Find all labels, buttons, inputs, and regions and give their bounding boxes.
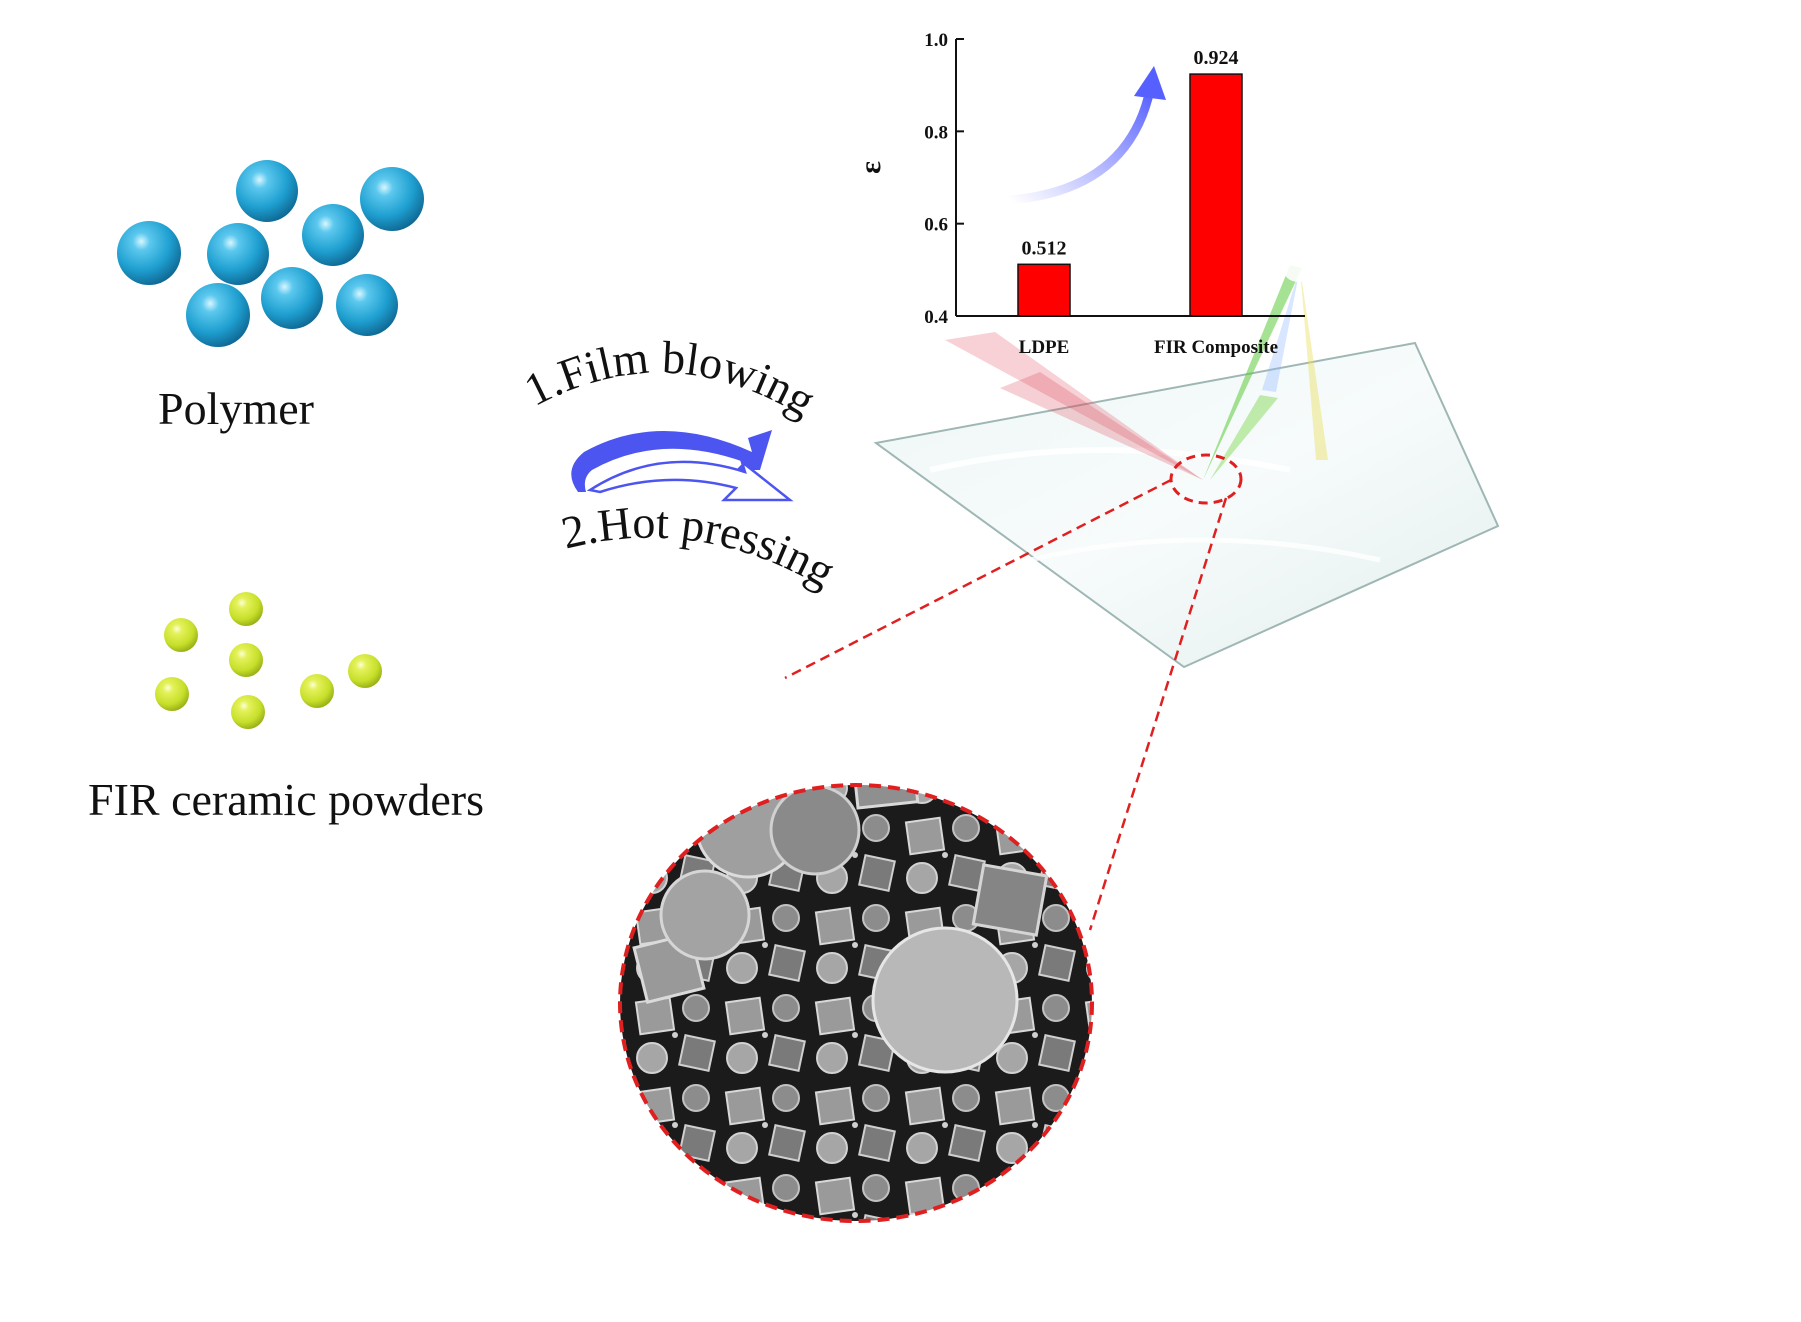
reflected-beam-red	[1000, 372, 1203, 480]
sem-outline	[618, 783, 1094, 1223]
powder-sphere	[164, 618, 198, 652]
y-ticks: 0.4 0.6 0.8 1.0	[924, 30, 964, 328]
powder-sphere	[300, 674, 334, 708]
bar-ldpe	[1017, 263, 1071, 317]
magnify-spot	[1169, 453, 1243, 505]
y-tick-label: 0.4	[924, 307, 948, 328]
step-film-blowing-label: 1.Film blowing	[516, 332, 824, 426]
emitted-beam-blue	[1262, 268, 1300, 392]
step-hot-pressing-label: 2.Hot pressing	[557, 497, 844, 597]
increase-arrow-head	[1134, 66, 1166, 100]
fir-powders-label: FIR ceramic powders	[88, 774, 484, 825]
film-sheet	[873, 341, 1500, 669]
polymer-sphere	[336, 274, 398, 336]
x-tick-label: LDPE	[1019, 337, 1070, 358]
y-axis-label: ε	[854, 161, 887, 174]
emitted-beam-yellow	[1300, 268, 1328, 460]
y-tick-label: 1.0	[924, 30, 948, 51]
bar-fir-composite	[1189, 73, 1243, 317]
bar-value-label: 0.924	[1194, 47, 1239, 69]
polymer-sphere	[360, 167, 424, 231]
powder-sphere	[155, 677, 189, 711]
process-arrow-icon	[571, 430, 794, 502]
fir-powder-spheres	[155, 592, 382, 729]
polymer-sphere	[261, 267, 323, 329]
polymer-label: Polymer	[158, 383, 314, 434]
composite-film	[873, 250, 1550, 690]
x-tick-label: FIR Composite	[1154, 337, 1278, 358]
polymer-sphere	[186, 283, 250, 347]
polymer-sphere	[207, 223, 269, 285]
powder-sphere	[348, 654, 382, 688]
powder-sphere	[231, 695, 265, 729]
y-tick-label: 0.8	[924, 122, 948, 143]
svg-text:1.Film blowing: 1.Film blowing	[516, 332, 824, 426]
emitted-beam-green	[1210, 395, 1278, 480]
reflected-beam-red	[945, 332, 1203, 480]
polymer-sphere	[236, 160, 298, 222]
polymer-sphere	[302, 204, 364, 266]
sem-micrograph	[618, 783, 1094, 1223]
svg-text:2.Hot pressing: 2.Hot pressing	[557, 497, 844, 597]
powder-sphere	[229, 643, 263, 677]
polymer-sphere	[117, 221, 181, 285]
increase-arrow-icon	[1009, 89, 1155, 205]
zoom-lines	[784, 478, 1228, 931]
emitted-beam-green	[1203, 265, 1302, 480]
powder-sphere	[229, 592, 263, 626]
bar-value-label: 0.512	[1022, 237, 1067, 259]
polymer-spheres	[117, 160, 424, 347]
y-tick-label: 0.6	[924, 215, 948, 236]
